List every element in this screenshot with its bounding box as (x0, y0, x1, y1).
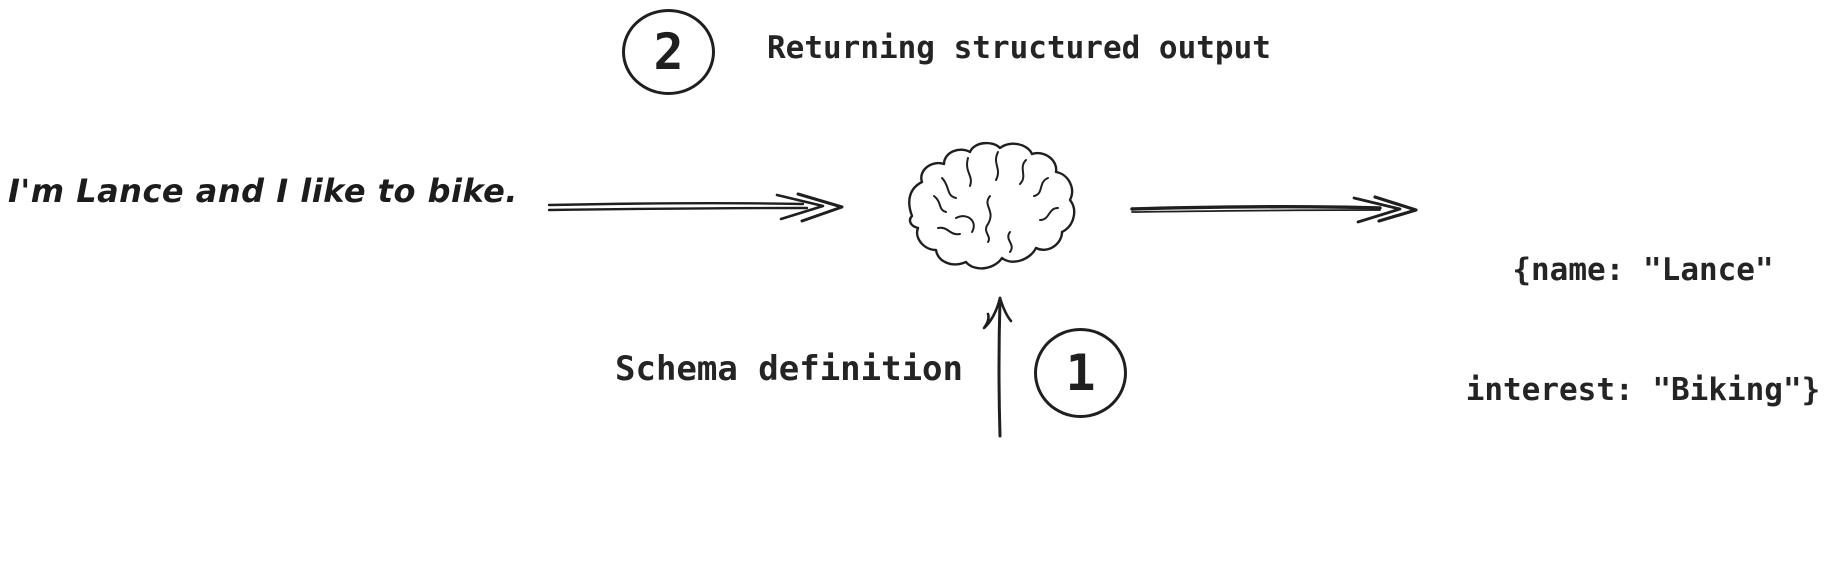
step-2-label: Returning structured output (767, 30, 1271, 66)
schema-json-line1: {name: "Person's name" (700, 558, 1172, 566)
brain-icon (908, 141, 1076, 270)
arrow-right-icon (1130, 195, 1418, 224)
arrow-right-icon (547, 192, 844, 223)
schema-json: {name: "Person's name" interest: "Person… (700, 478, 1172, 566)
step-1-badge: 1 (1034, 328, 1127, 418)
arrow-up-icon (982, 296, 1013, 438)
output-json: {name: "Lance" interest: "Biking"} (1460, 170, 1826, 490)
output-json-line2: interest: "Biking"} (1465, 372, 1821, 408)
step-2-badge: 2 (622, 9, 715, 95)
step-2-number: 2 (653, 23, 684, 81)
input-message: I'm Lance and I like to bike. (8, 172, 518, 210)
step-1-number: 1 (1065, 344, 1096, 402)
output-json-line1: {name: "Lance" (1512, 252, 1774, 288)
step-1-label: Schema definition (615, 349, 963, 389)
